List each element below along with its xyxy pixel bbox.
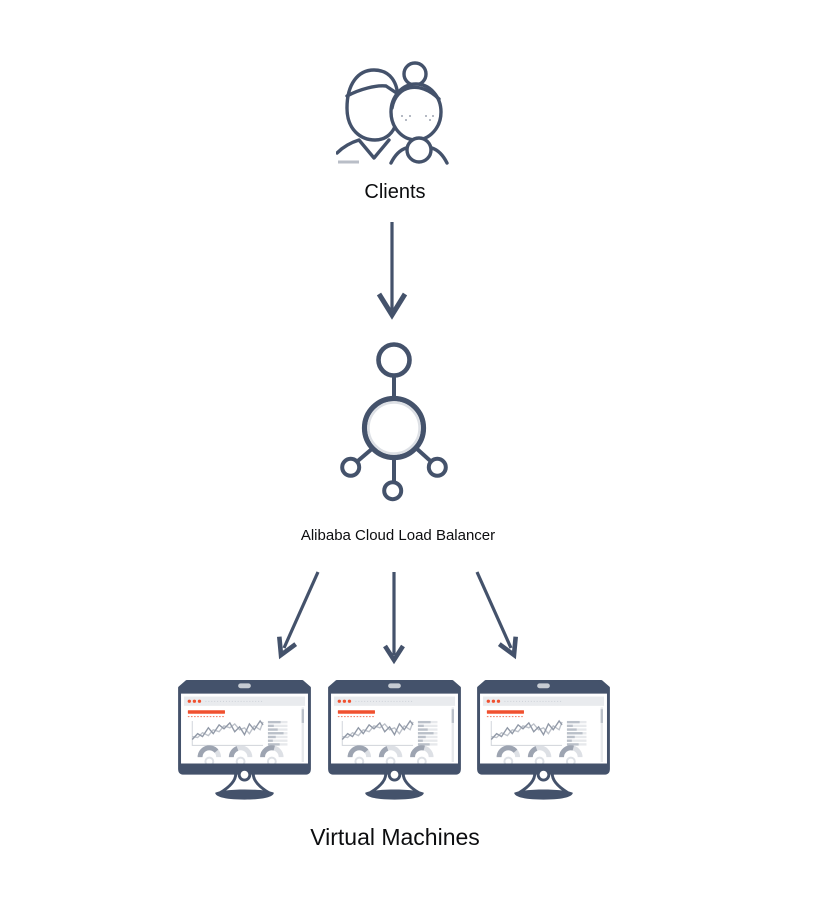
arrow-lb-to-vm-3-icon (475, 571, 518, 660)
clients-icon (336, 61, 449, 165)
clients-label: Clients (364, 181, 426, 203)
freckles (401, 115, 434, 121)
arrow-lb-to-vm-2-icon (383, 572, 405, 665)
monitor-icon (475, 678, 612, 803)
arrow-lb-to-vm-1-icon (277, 571, 320, 660)
arrow-clients-to-load-balancer-icon (376, 222, 408, 320)
arrows-load-balancer-to-vms (277, 571, 518, 665)
virtual-machines-label: Virtual Machines (310, 824, 480, 850)
load-balancer-label: Alibaba Cloud Load Balancer (300, 527, 496, 544)
monitor-icon (176, 678, 313, 803)
load-balancer-icon (340, 342, 448, 502)
monitor-icon (326, 678, 463, 803)
